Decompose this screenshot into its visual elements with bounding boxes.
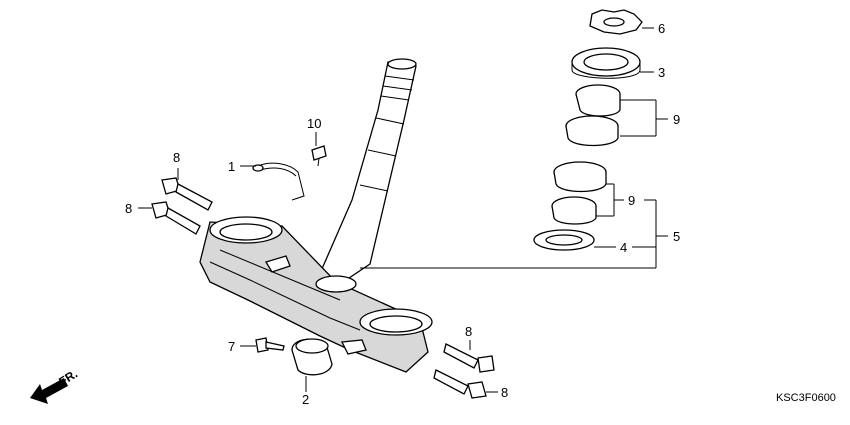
diagram-code: KSC3F0600 [776, 392, 836, 404]
callout-labels: 6 3 9 9 4 5 1 10 8 8 7 2 8 8 [125, 21, 680, 407]
bolt-8-upper-right [443, 343, 495, 373]
callout-5: 5 [673, 229, 680, 244]
arrow-down-left-icon [30, 378, 68, 404]
dust-seal-3 [571, 47, 641, 79]
leader-lines [138, 27, 668, 393]
lock-nut-6 [589, 9, 643, 35]
callout-9-lower: 9 [628, 193, 635, 208]
bolt-10 [311, 145, 327, 167]
callout-6: 6 [658, 21, 665, 36]
steering-stem-bridge [199, 216, 433, 373]
bolt-8-lower-right [433, 369, 487, 399]
callout-1: 1 [228, 159, 235, 174]
dust-seal-4 [533, 229, 595, 251]
front-direction-indicator: FR. [30, 367, 80, 404]
upper-bearing-9 [565, 84, 621, 147]
cable-guide-1 [252, 162, 305, 201]
callout-7: 7 [228, 339, 235, 354]
bolt-7 [255, 337, 285, 353]
bolt-8-upper-left [161, 177, 213, 211]
callout-8-upper-right: 8 [465, 324, 472, 339]
callout-4: 4 [620, 240, 627, 255]
steering-stem [317, 58, 417, 285]
callout-10: 10 [307, 116, 321, 131]
callout-8-lower-left: 8 [125, 201, 132, 216]
bolt-8-lower-left [151, 201, 201, 235]
callout-8-lower-right: 8 [501, 385, 508, 400]
callout-9-upper: 9 [673, 112, 680, 127]
callout-2: 2 [302, 392, 309, 407]
lower-bearing-9 [551, 161, 607, 225]
callout-8-upper-left: 8 [173, 150, 180, 165]
clamp-2 [291, 338, 333, 376]
callout-3: 3 [658, 65, 665, 80]
